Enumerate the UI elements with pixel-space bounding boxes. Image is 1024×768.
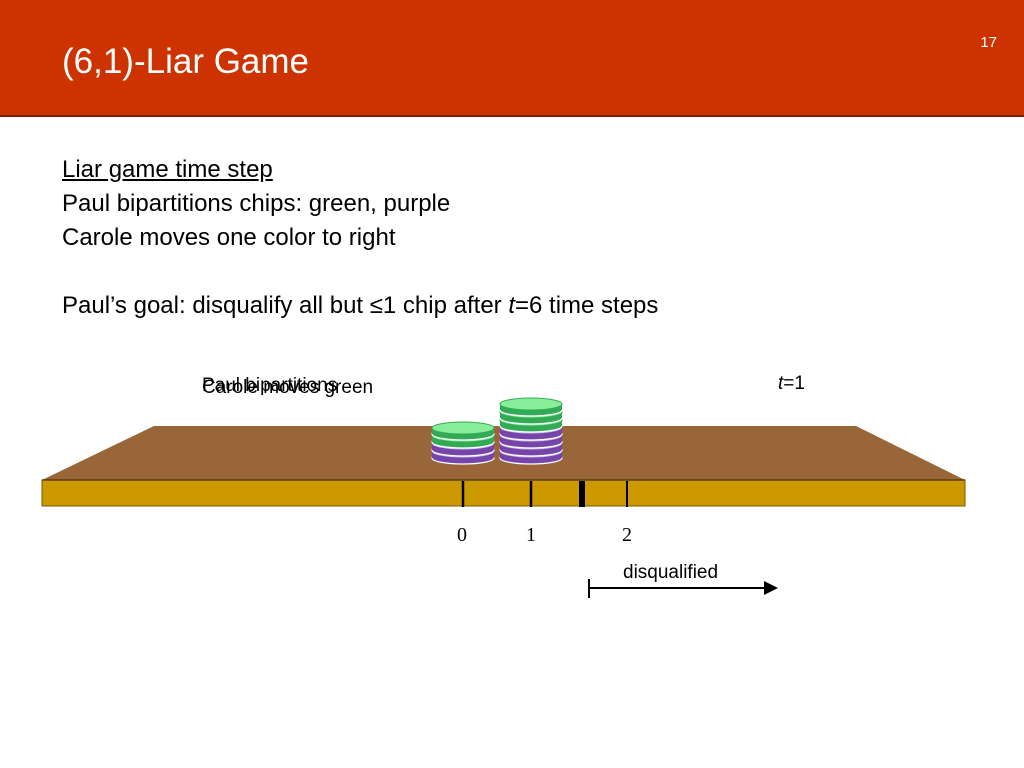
time-variable: t	[778, 373, 784, 394]
purple-chip	[431, 445, 495, 465]
green-chip	[431, 421, 495, 441]
green-chip	[499, 413, 563, 433]
disqualified-label: disqualified	[623, 562, 719, 583]
goal-prefix: Paul’s goal: disqualify all but ≤1 chip …	[62, 292, 509, 319]
board-front	[41, 479, 966, 507]
body-line-bipartition: Paul bipartitions chips: green, purple	[62, 190, 451, 217]
green-chip	[499, 397, 563, 417]
disqualified-arrow-head	[764, 581, 778, 595]
position-label-2: 2	[622, 524, 632, 546]
purple-chip	[499, 437, 563, 457]
time-value: =1	[783, 373, 805, 394]
title-bar: (6,1)-Liar Game 17	[0, 0, 1024, 117]
slide-number: 17	[980, 34, 997, 51]
green-chip	[499, 405, 563, 425]
position-label-0: 0	[457, 524, 467, 546]
green-chip	[431, 429, 495, 449]
slide-body: Liar game time step Paul bipartitions ch…	[62, 153, 658, 323]
slide-title: (6,1)-Liar Game	[62, 42, 310, 81]
body-goal: Paul’s goal: disqualify all but ≤1 chip …	[62, 289, 658, 323]
time-step-label: t=1	[778, 373, 805, 395]
label-carole-moves-green: Carole moves green	[202, 377, 374, 398]
label-paul-bipartitions: Paul bipartitions	[202, 375, 338, 396]
disqualification-marker	[579, 481, 585, 507]
purple-chip	[499, 421, 563, 441]
purple-chip	[499, 429, 563, 449]
purple-chip	[431, 437, 495, 457]
position-label-1: 1	[526, 524, 536, 546]
body-line-carole: Carole moves one color to right	[62, 224, 396, 251]
goal-variable: t	[508, 292, 515, 319]
goal-suffix: =6 time steps	[515, 292, 659, 319]
board-top	[42, 426, 965, 480]
body-heading: Liar game time step	[62, 156, 273, 183]
purple-chip	[499, 445, 563, 465]
chip-stacks	[431, 397, 563, 465]
